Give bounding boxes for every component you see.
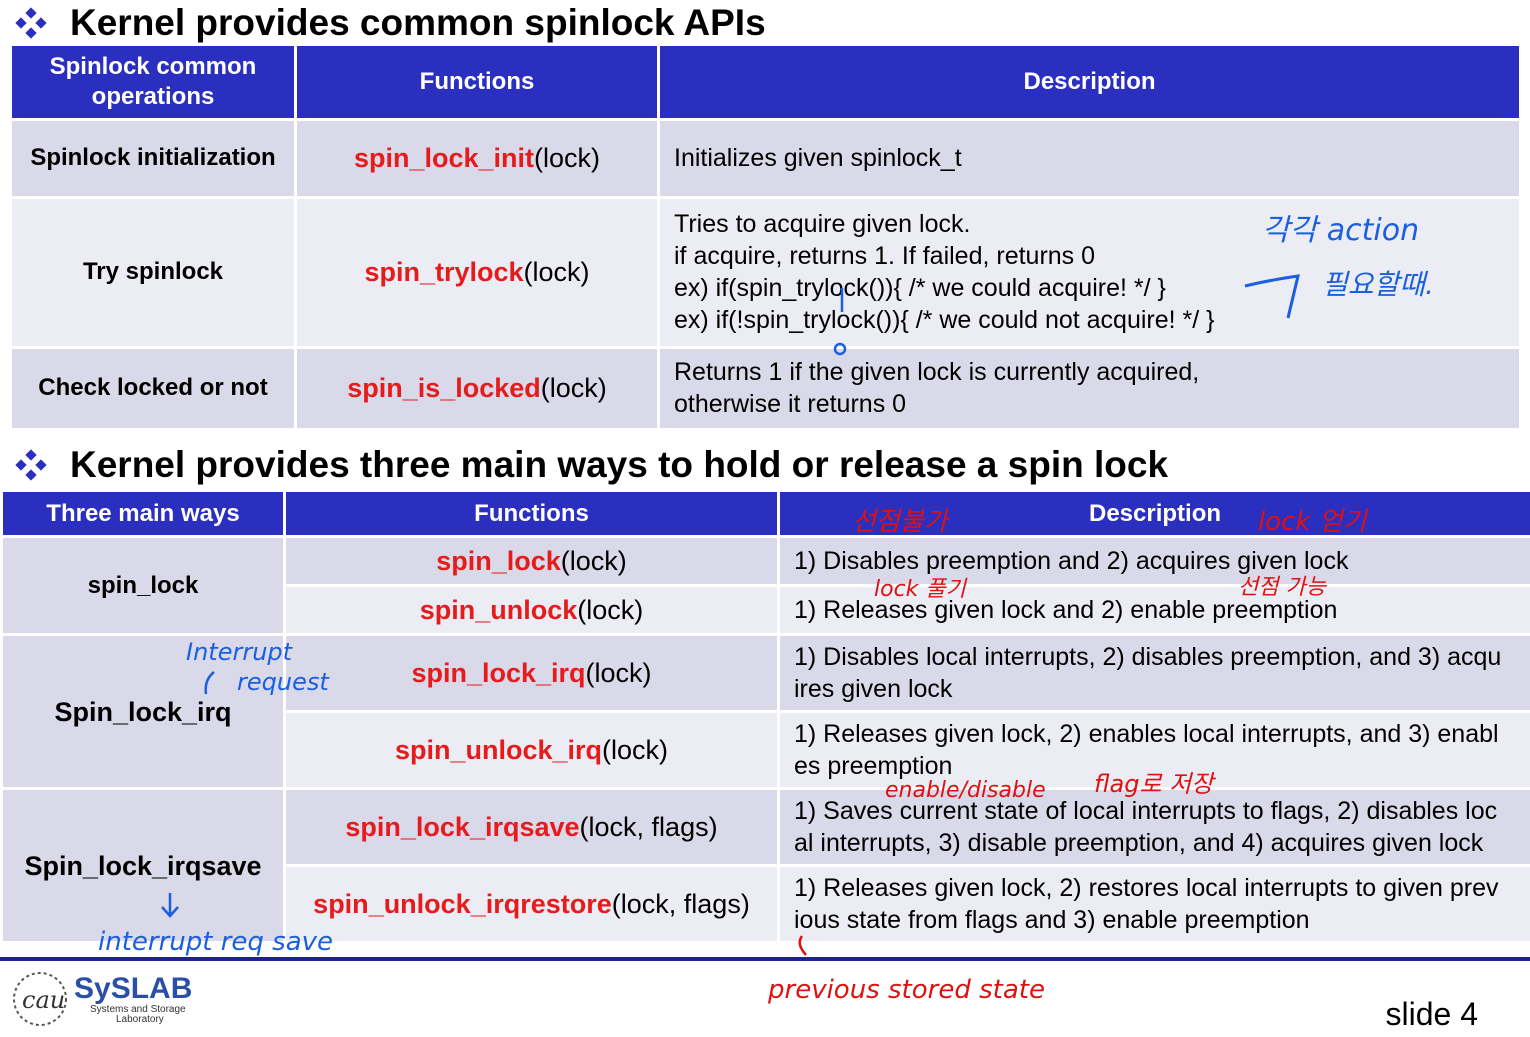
function-name: spin_unlock_irqrestore <box>313 889 612 919</box>
function-args: (lock) <box>560 546 627 576</box>
description-line: ex) if(!spin_trylock()){ /* we could not… <box>674 306 1215 334</box>
section1-title: Kernel provides common spinlock APIs <box>70 2 766 43</box>
way-cell: spin_lock <box>0 535 286 636</box>
table-row: Spinlock initialization spin_lock_init(l… <box>9 117 1522 199</box>
annotation-prev-state: previous stored state <box>767 975 1045 1005</box>
function-name: spin_unlock <box>419 595 578 625</box>
function-args: (lock) <box>523 257 590 287</box>
function-cell: spin_is_locked(lock) <box>294 345 660 431</box>
logo-text: SySLAB <box>74 972 192 1005</box>
function-cell: spin_trylock(lock) <box>294 195 660 349</box>
function-args: (lock, flags) <box>579 812 718 842</box>
description-line: 1) Disables preemption and 2) acquires g… <box>794 547 1349 575</box>
slide-number: slide 4 <box>1385 996 1479 1032</box>
function-name: spin_trylock <box>364 257 524 287</box>
way-cell: Spin_lock_irq <box>0 633 286 790</box>
spinlock-api-table: Spinlock common operations Functions Des… <box>9 46 1522 431</box>
table-row: spin_unlock(lock) 1) Releases given lock… <box>2 584 1530 636</box>
description-line: ious state from flags and 3) enable pree… <box>794 906 1310 934</box>
table-header-row: Three main ways Functions Description <box>0 489 1530 538</box>
table-row: spin_unlock_irq(lock) 1) Releases given … <box>2 710 1530 790</box>
function-name: spin_is_locked <box>347 373 541 403</box>
function-args: (lock) <box>585 658 652 688</box>
operation-cell: Check locked or not <box>9 345 297 431</box>
column-header-functions: Functions <box>294 46 660 121</box>
table-row: Spin_lock_irq spin_lock_irq(lock) 1) Dis… <box>0 633 1530 790</box>
footer-divider <box>0 957 1530 961</box>
description-line: 1) Releases given lock, 2) restores loca… <box>794 874 1499 902</box>
description-line: al interrupts, 3) disable preemption, an… <box>794 829 1484 857</box>
description-line: Initializes given spinlock_t <box>674 144 962 172</box>
function-name: spin_unlock_irq <box>394 735 603 765</box>
column-header-description: Description <box>777 489 1530 538</box>
table-row: Spin_lock_irqsave spin_lock_irqsave(lock… <box>0 787 1530 944</box>
table-row: spin_unlock_irqrestore(lock, flags) 1) R… <box>2 864 1530 944</box>
logo-subtitle: Laboratory <box>116 1014 164 1025</box>
table-row: Try spinlock spin_trylock(lock) Tries to… <box>9 195 1522 349</box>
function-cell: spin_lock_init(lock) <box>294 117 660 199</box>
description-line: ires given lock <box>794 675 953 703</box>
logo-subtitle: Systems and Storage <box>90 1004 186 1015</box>
column-header-operations: Spinlock common operations <box>9 46 297 121</box>
description-cell: Returns 1 if the given lock is currently… <box>657 345 1522 431</box>
function-name: spin_lock_irq <box>411 658 586 688</box>
function-args: (lock, flags) <box>611 889 750 919</box>
description-cell: 1) Releases given lock, 2) enables local… <box>777 710 1530 790</box>
way-cell: Spin_lock_irqsave <box>0 787 286 944</box>
function-cell: spin_lock(lock) <box>283 535 780 587</box>
function-cell: spin_lock_irq(lock) <box>283 633 780 713</box>
function-cell: spin_unlock_irqrestore(lock, flags) <box>283 864 780 944</box>
description-cell: 1) Releases given lock and 2) enable pre… <box>777 584 1530 636</box>
function-cell: spin_unlock(lock) <box>283 584 780 636</box>
description-line: Returns 1 if the given lock is currently… <box>674 358 1200 386</box>
function-name: spin_lock <box>436 546 561 576</box>
function-args: (lock) <box>540 373 607 403</box>
diamond-bullet-icon <box>14 6 48 40</box>
table-row: Check locked or not spin_is_locked(lock)… <box>9 345 1522 431</box>
section1-heading: Kernel provides common spinlock APIs <box>14 2 766 44</box>
column-header-ways: Three main ways <box>0 489 286 538</box>
diamond-bullet-icon <box>14 448 48 482</box>
column-header-description: Description <box>657 46 1522 121</box>
description-line: 1) Saves current state of local interrup… <box>794 797 1498 825</box>
description-line: ex) if(spin_trylock()){ /* we could acqu… <box>674 274 1166 302</box>
description-cell: 1) Disables local interrupts, 2) disable… <box>777 633 1530 713</box>
function-args: (lock) <box>534 143 601 173</box>
section2-title: Kernel provides three main ways to hold … <box>70 444 1169 485</box>
function-name: spin_lock_irqsave <box>345 812 580 842</box>
syslab-logo: cau SySLAB Systems and Storage Laborator… <box>13 972 192 1026</box>
description-line: 1) Releases given lock and 2) enable pre… <box>794 596 1338 624</box>
function-name: spin_lock_init <box>353 143 535 173</box>
description-cell: 1) Releases given lock, 2) restores loca… <box>777 864 1530 944</box>
table-row: spin_lock spin_lock(lock) 1) Disables pr… <box>0 535 1530 636</box>
description-line: otherwise it returns 0 <box>674 390 907 418</box>
description-cell: 1) Disables preemption and 2) acquires g… <box>777 535 1530 587</box>
function-args: (lock) <box>577 595 644 625</box>
function-args: (lock) <box>602 735 669 765</box>
description-cell: Tries to acquire given lock. if acquire,… <box>657 195 1522 349</box>
description-cell: Initializes given spinlock_t <box>657 117 1522 199</box>
description-line: if acquire, returns 1. If failed, return… <box>674 242 1096 270</box>
function-cell: spin_unlock_irq(lock) <box>283 710 780 790</box>
operation-cell: Spinlock initialization <box>9 117 297 199</box>
description-line: es preemption <box>794 752 953 780</box>
description-line: Tries to acquire given lock. <box>674 210 971 238</box>
description-line: 1) Disables local interrupts, 2) disable… <box>794 643 1502 671</box>
description-cell: 1) Saves current state of local interrup… <box>777 787 1530 867</box>
lock-ways-table: Three main ways Functions Description sp… <box>0 489 1530 944</box>
operation-cell: Try spinlock <box>9 195 297 349</box>
function-cell: spin_lock_irqsave(lock, flags) <box>283 787 780 867</box>
table-header-row: Spinlock common operations Functions Des… <box>9 46 1522 121</box>
description-line: 1) Releases given lock, 2) enables local… <box>794 720 1499 748</box>
section2-heading: Kernel provides three main ways to hold … <box>14 444 1168 486</box>
logo-seal: cau <box>22 986 65 1014</box>
column-header-functions: Functions <box>283 489 780 538</box>
